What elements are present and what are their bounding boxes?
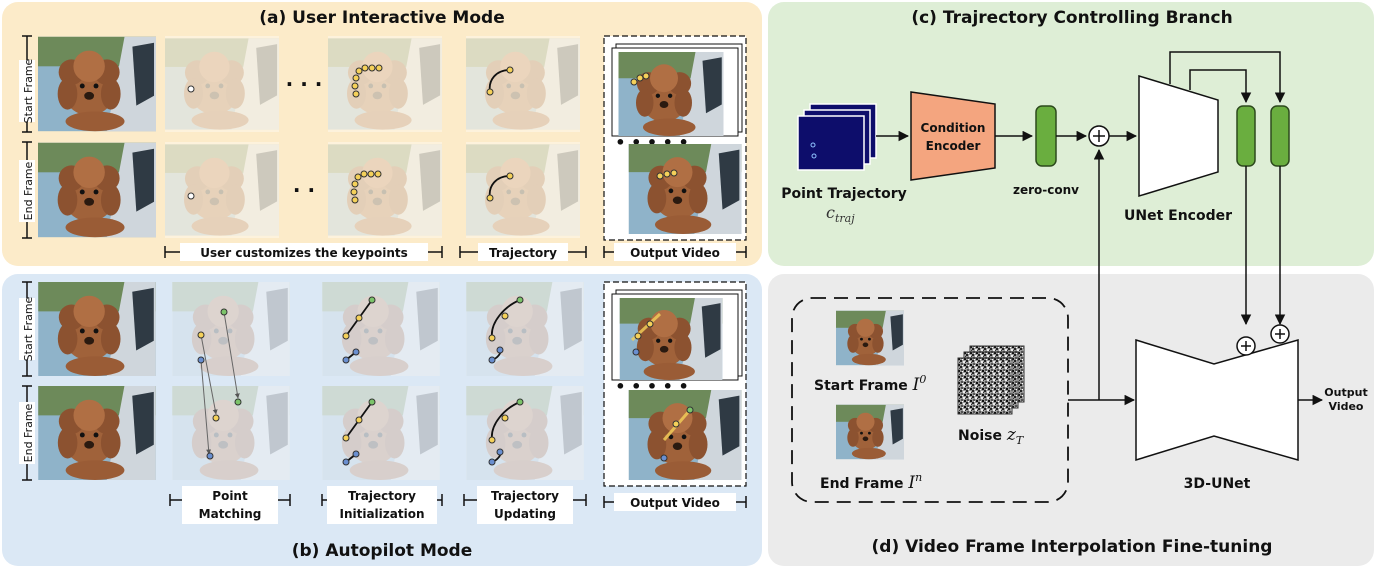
panel-c-background [768, 2, 1374, 266]
unet-encoder-label: UNet Encoder [1124, 208, 1232, 224]
ellipsis-end-a: · · [293, 178, 315, 202]
svg-text:User customizes the keypoints: User customizes the keypoints [200, 246, 408, 260]
panel-a-title: (a) User Interactive Mode [259, 8, 504, 28]
end-frame-thumb [836, 404, 904, 460]
end-frame-image-a [38, 142, 156, 238]
keypoint-frames-a [165, 36, 580, 238]
svg-text:End Frame: End Frame [22, 161, 35, 220]
condition-encoder-label-1: Condition [921, 121, 986, 135]
bracket-output-b: Output Video [603, 493, 747, 511]
bracket-trajectory-init: Trajectory Initialization [321, 486, 443, 524]
bracket-output-a: Output Video [603, 243, 747, 261]
start-frame-image-a [38, 36, 156, 132]
zero-conv-skip-1 [1236, 105, 1256, 167]
end-frame-label-d: End Frame In [820, 471, 922, 493]
point-matching-lines [197, 308, 242, 460]
end-frame-image-b [38, 386, 156, 480]
unet-encoder [1138, 74, 1219, 198]
svg-text:Start Frame: Start Frame [22, 58, 35, 123]
bracket-trajectory-a: Trajectory [459, 243, 587, 261]
bracket-trajectory-update: Trajectory Updating [463, 486, 587, 524]
trajectory-update-points [488, 296, 524, 466]
add-node-d-1 [1236, 336, 1256, 356]
panel-c-title: (c) Trajrectory Controlling Branch [911, 8, 1232, 28]
panel-d-background [768, 274, 1374, 566]
zero-conv-block [1035, 105, 1057, 167]
trajectory-init-points [342, 296, 376, 466]
start-frame-thumb [836, 310, 904, 366]
bracket-point-matching: Point Matching [169, 486, 291, 524]
zero-conv-skip-2 [1270, 105, 1290, 167]
unet-3d [1135, 338, 1299, 462]
add-node-c [1088, 125, 1110, 147]
svg-text:Trajectory: Trajectory [491, 489, 559, 503]
point-trajectory-stack [797, 103, 877, 171]
condition-encoder-label-2: Encoder [926, 139, 981, 153]
svg-text:End Frame: End Frame [22, 403, 35, 462]
output-video-stack-b: • • • • • [603, 281, 747, 487]
skip-connections [1169, 51, 1286, 104]
panel-d-title: (d) Video Frame Interpolation Fine-tunin… [872, 537, 1273, 557]
svg-text:Output Video: Output Video [630, 246, 720, 260]
ellipsis-start-a: · · · [286, 72, 323, 96]
svg-text:Start Frame: Start Frame [22, 296, 35, 361]
add-node-d-2 [1270, 324, 1290, 344]
zero-conv-label: zero-conv [1013, 183, 1079, 197]
side-label-start-a: Start Frame [19, 35, 35, 133]
svg-text:Trajectory: Trajectory [489, 246, 557, 260]
panel-b-title: (b) Autopilot Mode [292, 541, 473, 561]
bracket-customize-a: User customizes the keypoints [164, 243, 443, 261]
output-video-stack-a: • • • • • [603, 35, 747, 241]
keypoints-a [187, 64, 383, 204]
svg-text:Updating: Updating [494, 507, 556, 521]
svg-text:Matching: Matching [199, 507, 262, 521]
c-traj-symbol: ctraj [826, 203, 855, 225]
condition-encoder [910, 91, 996, 181]
svg-text:Output Video: Output Video [630, 496, 720, 510]
input-dashed-box [791, 297, 1069, 503]
unet-3d-label: 3D-UNet [1184, 476, 1251, 492]
faded-frames-b [172, 282, 584, 480]
trajectory-curves-a [486, 66, 514, 202]
noise-label: Noise zT [958, 425, 1025, 447]
svg-text:Trajectory: Trajectory [348, 489, 416, 503]
side-label-end-b: End Frame [19, 385, 35, 481]
output-video-label-2: Video [1329, 400, 1364, 413]
side-label-start-b: Start Frame [19, 281, 35, 377]
svg-text:Initialization: Initialization [339, 507, 424, 521]
svg-text:Point: Point [212, 489, 248, 503]
start-frame-image-b [38, 282, 156, 376]
output-video-label-1: Output [1324, 386, 1367, 399]
side-label-end-a: End Frame [19, 141, 35, 239]
point-trajectory-label: Point Trajectory [781, 186, 907, 202]
start-frame-label-d: Start Frame I0 [814, 373, 926, 395]
noise-stack [957, 345, 1025, 415]
